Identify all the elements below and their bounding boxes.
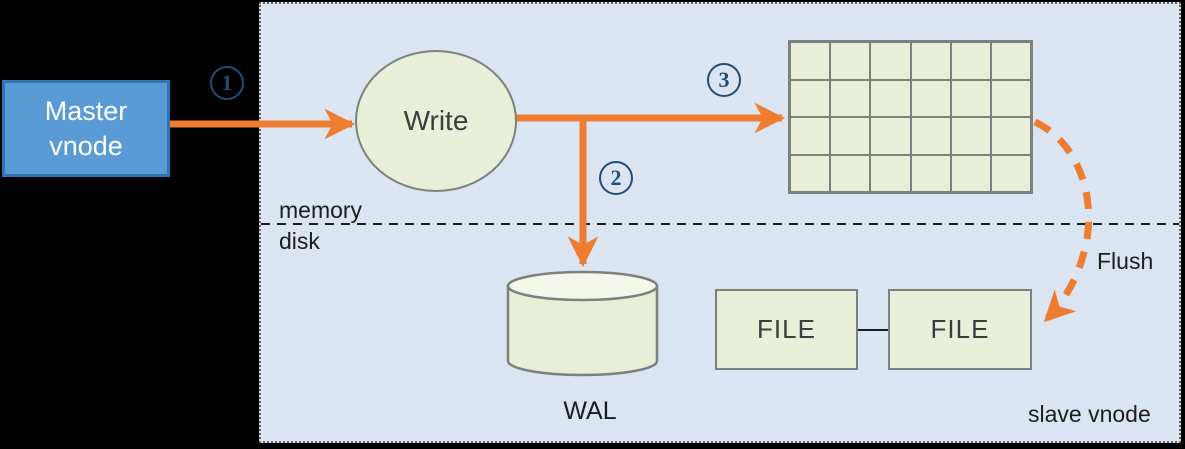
write-node-label: Write — [403, 105, 469, 136]
wal-label: WAL — [563, 397, 617, 425]
memtable-cell — [870, 154, 911, 192]
slave-vnode-label: slave vnode — [1028, 401, 1151, 427]
memtable-cell — [910, 117, 951, 155]
memtable-cell — [910, 154, 951, 192]
memtable-cell — [990, 42, 1031, 80]
memtable-grid — [788, 40, 1033, 194]
step-1-badge: 1 — [210, 66, 244, 100]
disk-label: disk — [279, 228, 320, 254]
step-2-badge: 2 — [599, 161, 633, 195]
memtable-cell — [830, 79, 871, 117]
master-vnode-box: Master vnode — [2, 80, 170, 177]
memtable-cell — [790, 117, 831, 155]
memtable-cell — [950, 117, 991, 155]
memtable-cell — [790, 154, 831, 192]
master-vnode-label: Master vnode — [45, 94, 128, 163]
step-2-number: 2 — [610, 165, 622, 190]
memory-label: memory — [279, 197, 363, 223]
file-box-left-label: FILE — [757, 314, 816, 344]
memtable-cell — [990, 117, 1031, 155]
master-vnode-label-line2: vnode — [49, 130, 123, 161]
step-1-number: 1 — [221, 70, 233, 95]
step-3-number: 3 — [718, 67, 730, 92]
memtable-cell — [830, 154, 871, 192]
memtable-cell — [790, 79, 831, 117]
memtable-cell — [830, 42, 871, 80]
memtable-cell — [950, 154, 991, 192]
memtable-cell — [870, 79, 911, 117]
memtable-cell — [990, 154, 1031, 192]
step-3-badge: 3 — [707, 63, 741, 97]
memtable-cell — [830, 117, 871, 155]
memtable-cell — [870, 42, 911, 80]
file-box-right-label: FILE — [930, 314, 990, 344]
file-box-right: FILE — [888, 289, 1032, 370]
master-vnode-label-line1: Master — [44, 95, 128, 126]
memtable-cell — [870, 117, 911, 155]
memtable-cell — [790, 42, 831, 80]
memtable-cell — [950, 79, 991, 117]
write-node: Write — [355, 50, 517, 192]
memtable-cell — [910, 79, 951, 117]
memtable-cell — [910, 42, 951, 80]
memtable-cell — [950, 42, 991, 80]
file-box-left: FILE — [715, 289, 858, 370]
memtable-cell — [990, 79, 1031, 117]
flush-label: Flush — [1097, 248, 1154, 274]
